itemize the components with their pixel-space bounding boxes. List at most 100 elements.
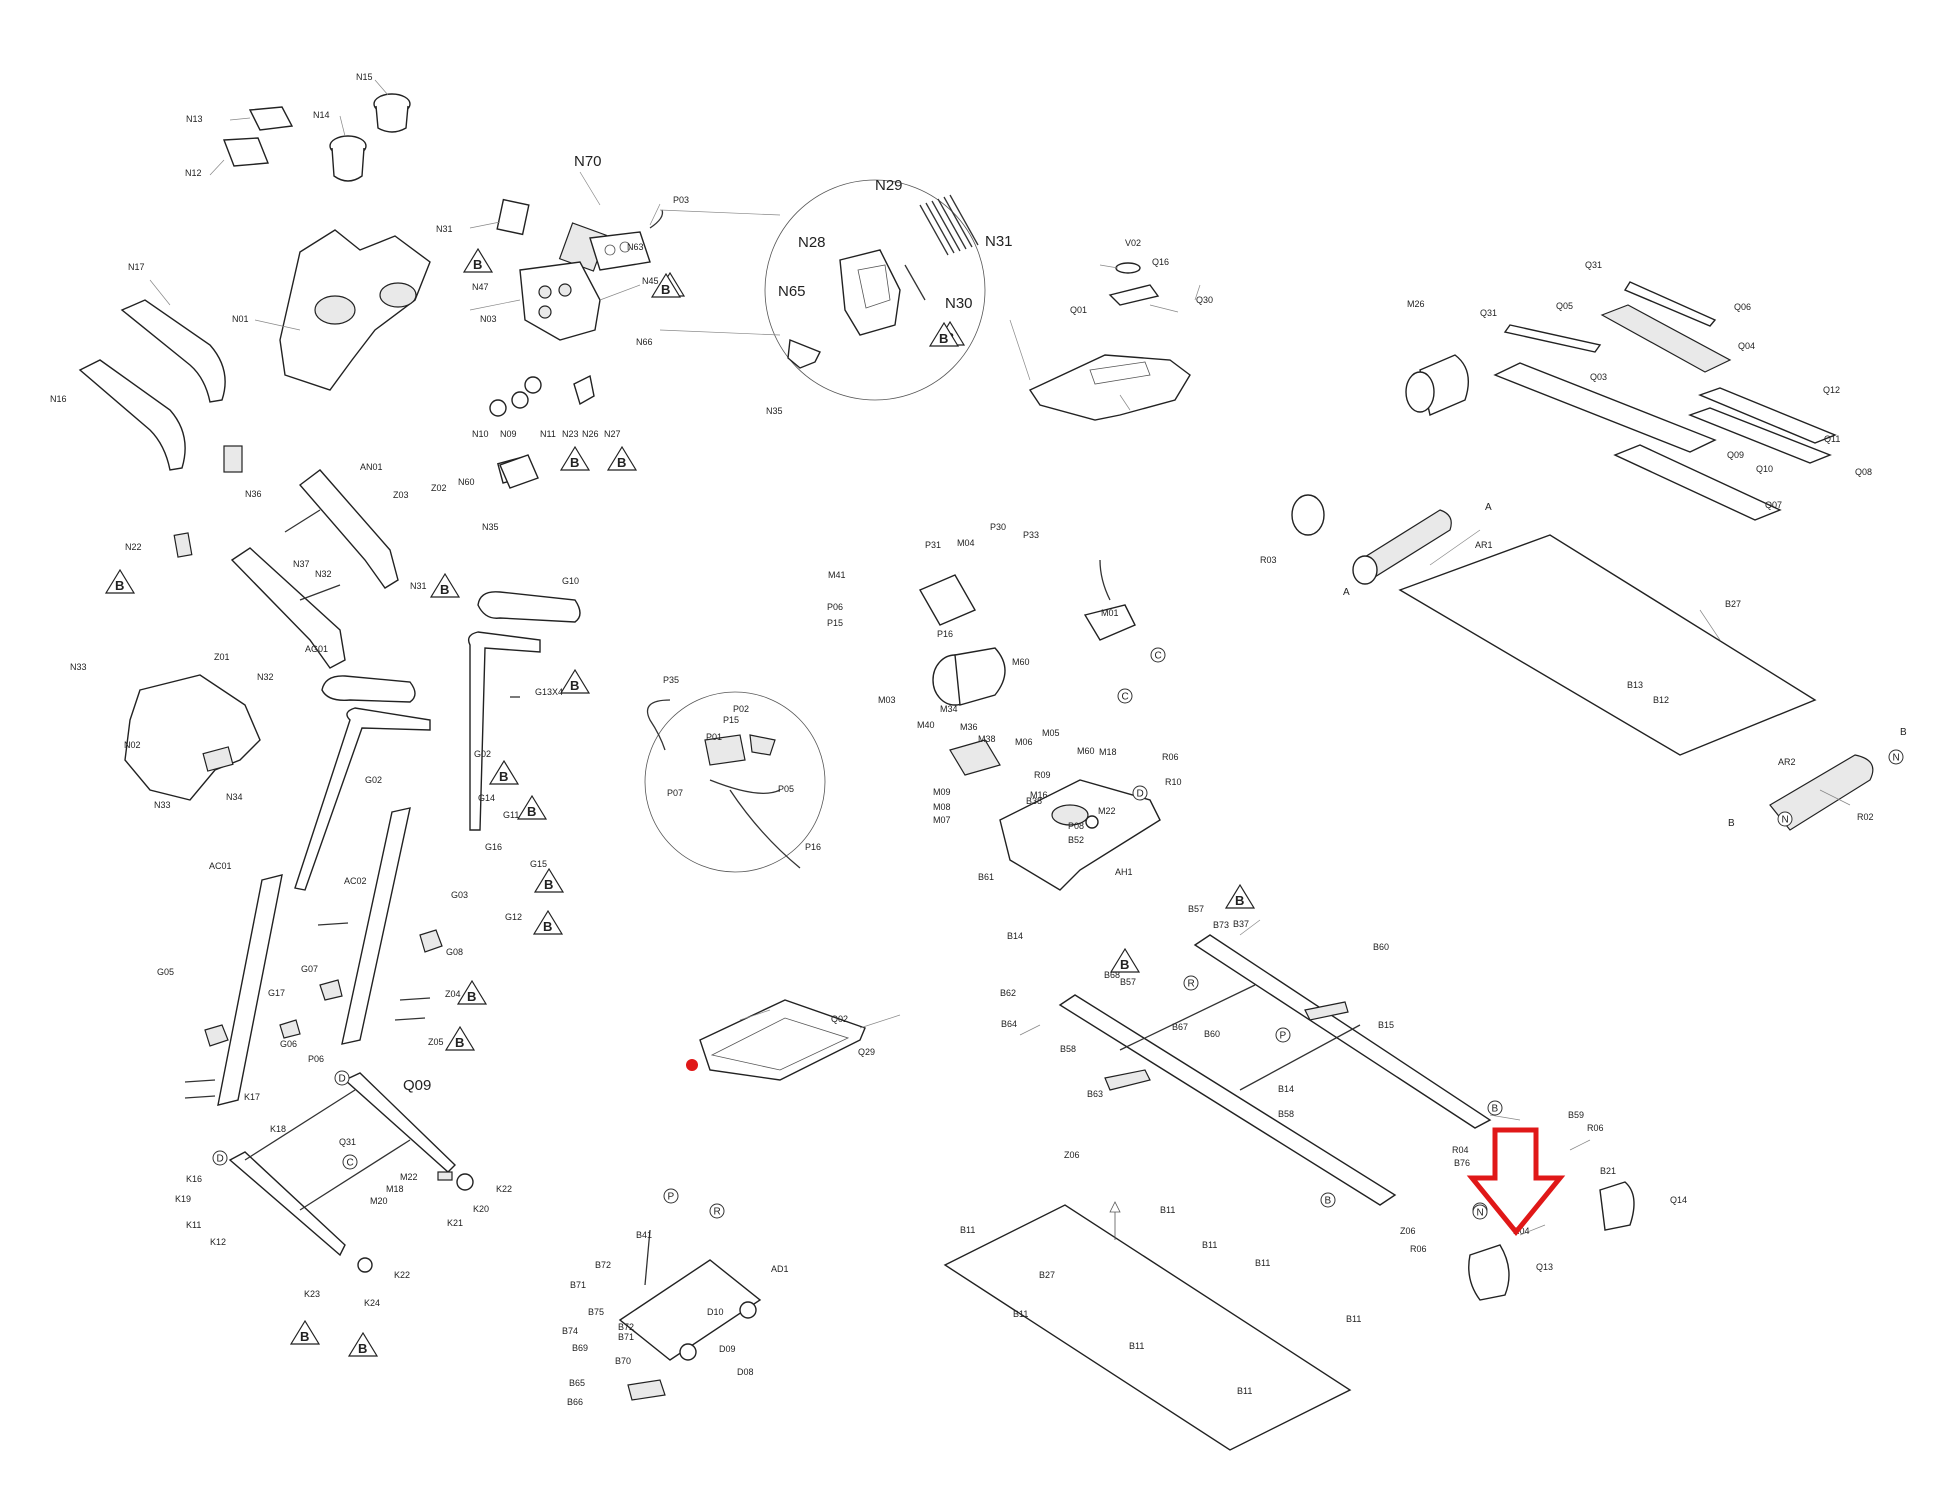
part-label: B13	[1627, 680, 1643, 690]
part-label: V02	[1125, 238, 1141, 248]
part-label: AN01	[360, 462, 383, 472]
part-label: N02	[124, 740, 141, 750]
triangle-letter: B	[544, 877, 553, 892]
triangle-letter: B	[570, 678, 579, 693]
triangle-b-marker: B	[462, 247, 494, 273]
part-label: B72	[595, 1260, 611, 1270]
triangle-b-marker: B	[488, 759, 520, 785]
part-label: G08	[446, 947, 463, 957]
part-label: G03	[451, 890, 468, 900]
part-label: B63	[1087, 1089, 1103, 1099]
part-label: N27	[604, 429, 621, 439]
part-label: Q11	[1824, 434, 1840, 444]
circled-letter-marker: C	[1150, 647, 1166, 663]
part-label: B64	[1001, 1019, 1017, 1029]
console-group	[78, 93, 664, 489]
triangle-letter: B	[440, 582, 449, 597]
part-label: B11	[1013, 1309, 1028, 1319]
arrow-letter: B	[1900, 727, 1907, 738]
motor-cover-group	[919, 262, 1191, 891]
part-label: D10	[707, 1307, 724, 1317]
part-label: M34	[940, 704, 958, 714]
circled-letter: C	[1155, 651, 1162, 662]
part-label: B38	[1026, 796, 1042, 806]
red-highlight-arrow	[1466, 1127, 1566, 1236]
part-label: G10	[562, 576, 579, 586]
triangle-b-marker: B	[104, 568, 136, 594]
triangle-b-markers: BBBBBBBBBBBBBBBBBBBB	[104, 247, 1256, 1357]
part-label: D09	[719, 1344, 736, 1354]
part-label: M60	[1012, 657, 1030, 667]
part-label: M08	[933, 802, 951, 812]
part-label: P05	[778, 784, 794, 794]
arrow-letter: A	[1485, 502, 1492, 513]
part-label: Q14	[1670, 1195, 1687, 1205]
triangle-b-marker: B	[559, 445, 591, 471]
part-label: B72	[618, 1322, 634, 1332]
part-label: B59	[1568, 1110, 1584, 1120]
triangle-b-marker: B	[532, 909, 564, 935]
part-label: Z04	[445, 989, 461, 999]
part-label: AR2	[1778, 757, 1796, 767]
triangle-letter: B	[661, 282, 670, 297]
circled-letter: P	[1280, 1031, 1287, 1042]
main-frame-and-lower-deck	[943, 934, 1635, 1451]
part-label: G12	[505, 912, 522, 922]
part-label: AG01	[305, 644, 328, 654]
triangle-b-marker: B	[456, 979, 488, 1005]
triangle-letter: B	[455, 1035, 464, 1050]
part-label: B75	[588, 1307, 604, 1317]
part-label: AD1	[771, 1264, 789, 1274]
circled-letter-marker: N	[1472, 1204, 1488, 1220]
part-label: Q07	[1765, 500, 1782, 510]
part-label: N31	[410, 581, 427, 591]
part-label: N03	[480, 314, 497, 324]
part-label: N31	[985, 233, 1013, 250]
part-label: B11	[960, 1225, 975, 1235]
part-label: Q06	[1734, 302, 1751, 312]
part-label: R04	[1452, 1145, 1469, 1155]
part-label: K12	[210, 1237, 226, 1247]
part-label: M01	[1101, 608, 1119, 618]
part-label: R03	[1260, 555, 1277, 565]
part-label: G15	[530, 859, 547, 869]
part-label: B74	[562, 1326, 578, 1336]
part-label: Z06	[1064, 1150, 1080, 1160]
part-label: M03	[878, 695, 896, 705]
part-label: AR1	[1475, 540, 1493, 550]
circled-letter: N	[1893, 753, 1900, 764]
part-label: P30	[990, 522, 1006, 532]
part-label: M20	[370, 1196, 388, 1206]
triangle-letter: B	[115, 578, 124, 593]
part-label: K18	[270, 1124, 286, 1134]
part-label: N65	[778, 283, 806, 300]
part-label: AH1	[1115, 867, 1133, 877]
part-label: G06	[280, 1039, 297, 1049]
part-label: M16	[1030, 790, 1048, 800]
part-label: Q09	[1727, 450, 1744, 460]
part-label: B57	[1188, 904, 1204, 914]
circled-letter: C	[1122, 692, 1129, 703]
triangle-letter: B	[527, 804, 536, 819]
triangle-letter: B	[499, 769, 508, 784]
circled-letter-marker: B	[1320, 1192, 1336, 1208]
circled-letter: R	[1188, 979, 1195, 990]
part-label: B58	[1278, 1109, 1294, 1119]
part-label: N14	[313, 110, 330, 120]
part-label: B68	[1104, 970, 1120, 980]
leader-lines	[149, 79, 1851, 1236]
triangle-b-marker: B	[1109, 947, 1141, 973]
part-label: M40	[917, 720, 935, 730]
part-label: M18	[1099, 747, 1117, 757]
part-label: P02	[733, 704, 749, 714]
part-label: G07	[301, 964, 318, 974]
triangle-b-marker: B	[533, 867, 565, 893]
part-label: P15	[723, 715, 739, 725]
part-label: R09	[1034, 770, 1051, 780]
part-label: Q08	[1855, 467, 1872, 477]
part-label: Z06	[1400, 1226, 1416, 1236]
part-label: Q10	[1756, 464, 1773, 474]
part-label: N32	[257, 672, 274, 682]
